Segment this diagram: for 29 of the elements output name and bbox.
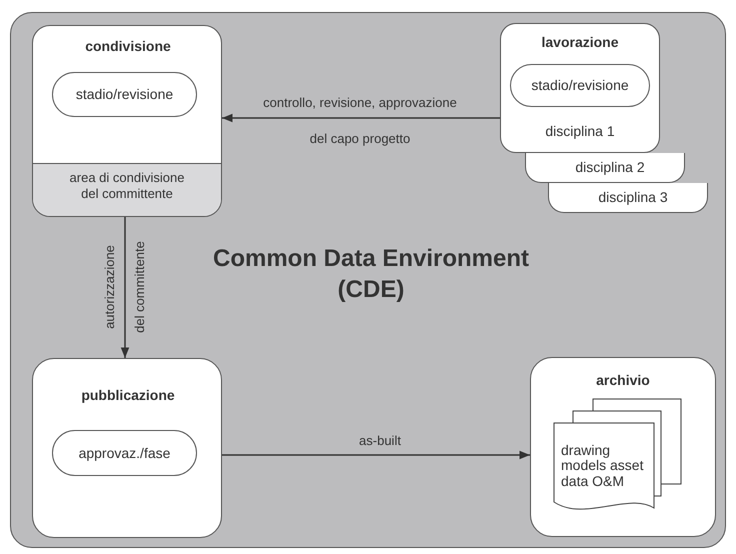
card-label: disciplina 1 <box>544 123 616 140</box>
environment-title: Common Data Environment (CDE) <box>212 244 530 306</box>
process-box <box>32 358 222 538</box>
process-box <box>32 25 222 217</box>
edge-label: autorizzazione del committente <box>101 240 148 335</box>
card-label: disciplina 2 <box>574 159 646 176</box>
arrow <box>222 114 500 122</box>
pill-label: stadio/revisione <box>74 86 174 103</box>
arrow <box>222 450 530 460</box>
box-heading: pubblicazione <box>80 387 176 404</box>
environment-panel <box>10 12 726 548</box>
box-heading: archivio <box>595 372 651 389</box>
box-heading: condivisione <box>84 38 172 55</box>
pill-label: approvaz./fase <box>78 445 172 462</box>
edge-label: controllo, revisione, approvazione del capo progetto <box>262 94 458 148</box>
arrow <box>120 217 130 358</box>
stage-pill <box>52 430 197 476</box>
stage-pill <box>52 72 197 117</box>
pill-label: stadio/revisione <box>530 77 630 94</box>
document-list: drawing models asset data O&M <box>561 443 649 490</box>
process-card <box>548 183 708 213</box>
box-heading: lavorazione <box>540 34 620 51</box>
edge-label: as-built <box>358 433 402 449</box>
process-card <box>500 23 660 153</box>
process-box <box>530 357 716 537</box>
card-label: disciplina 3 <box>597 189 669 206</box>
stage-pill <box>510 64 650 107</box>
process-card <box>525 153 685 183</box>
footer-band: area di condivisione del committente <box>33 163 221 216</box>
